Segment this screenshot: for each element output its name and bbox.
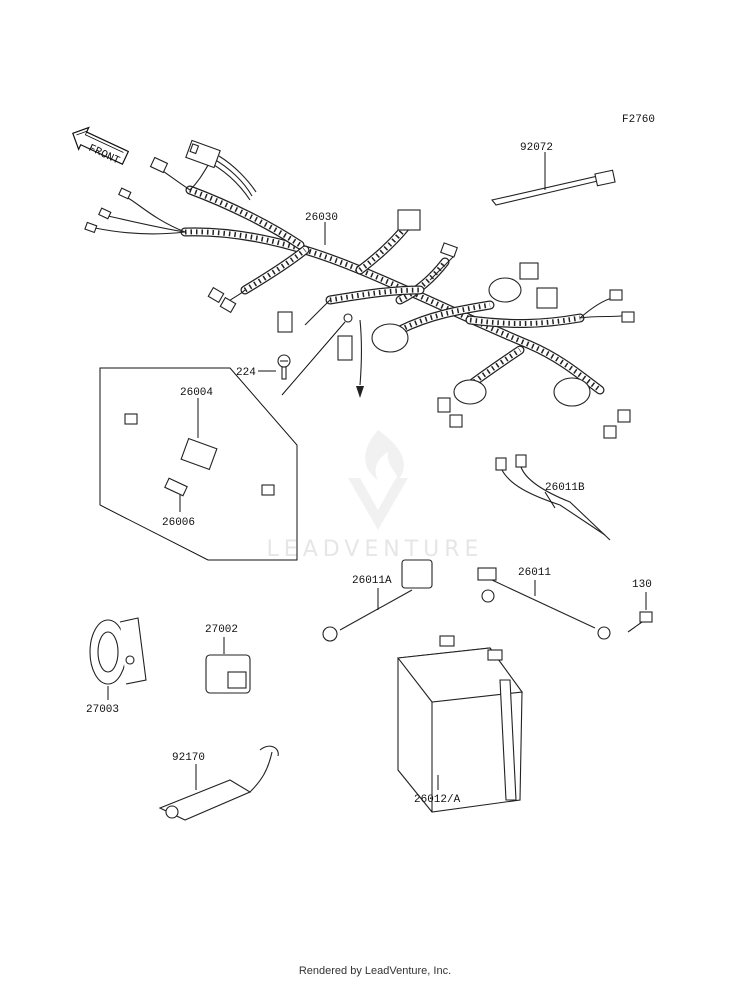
- horn-27003: [89, 617, 147, 700]
- lead-26011A: [322, 559, 433, 642]
- lead-26011B: [495, 454, 611, 541]
- lead-26011: [477, 567, 611, 640]
- cable-tie-92072: [491, 152, 616, 206]
- figure-code: F2760: [622, 114, 655, 126]
- callout-26011B: 26011B: [545, 482, 585, 494]
- callout-26011: 26011: [518, 567, 551, 579]
- callout-92170: 92170: [172, 752, 205, 764]
- callout-27002: 27002: [205, 624, 238, 636]
- callout-26011A: 26011A: [352, 575, 392, 587]
- callout-130: 130: [632, 579, 652, 591]
- bolt-130: [627, 592, 653, 633]
- battery-26012A: [396, 635, 524, 813]
- leadventure-watermark-logo: [348, 430, 408, 530]
- screw-224: [258, 321, 346, 396]
- callout-26012A: 26012/A: [414, 794, 461, 806]
- callout-26006: 26006: [162, 517, 195, 529]
- footer-credit: Rendered by LeadVenture, Inc.: [299, 965, 451, 977]
- watermark-text: LEADVENTURE: [267, 537, 484, 562]
- relay-27002: [205, 637, 251, 694]
- callout-27003: 27003: [86, 704, 119, 716]
- bracket-92170: [158, 745, 279, 821]
- callout-26004: 26004: [180, 387, 213, 399]
- main-wiring-harness-26030: [84, 139, 635, 439]
- sub-harness-26004-group: [99, 367, 298, 561]
- callout-224: 224: [236, 367, 256, 379]
- callout-92072: 92072: [520, 142, 553, 154]
- callout-26030: 26030: [305, 212, 338, 224]
- front-arrow-icon: [72, 126, 130, 165]
